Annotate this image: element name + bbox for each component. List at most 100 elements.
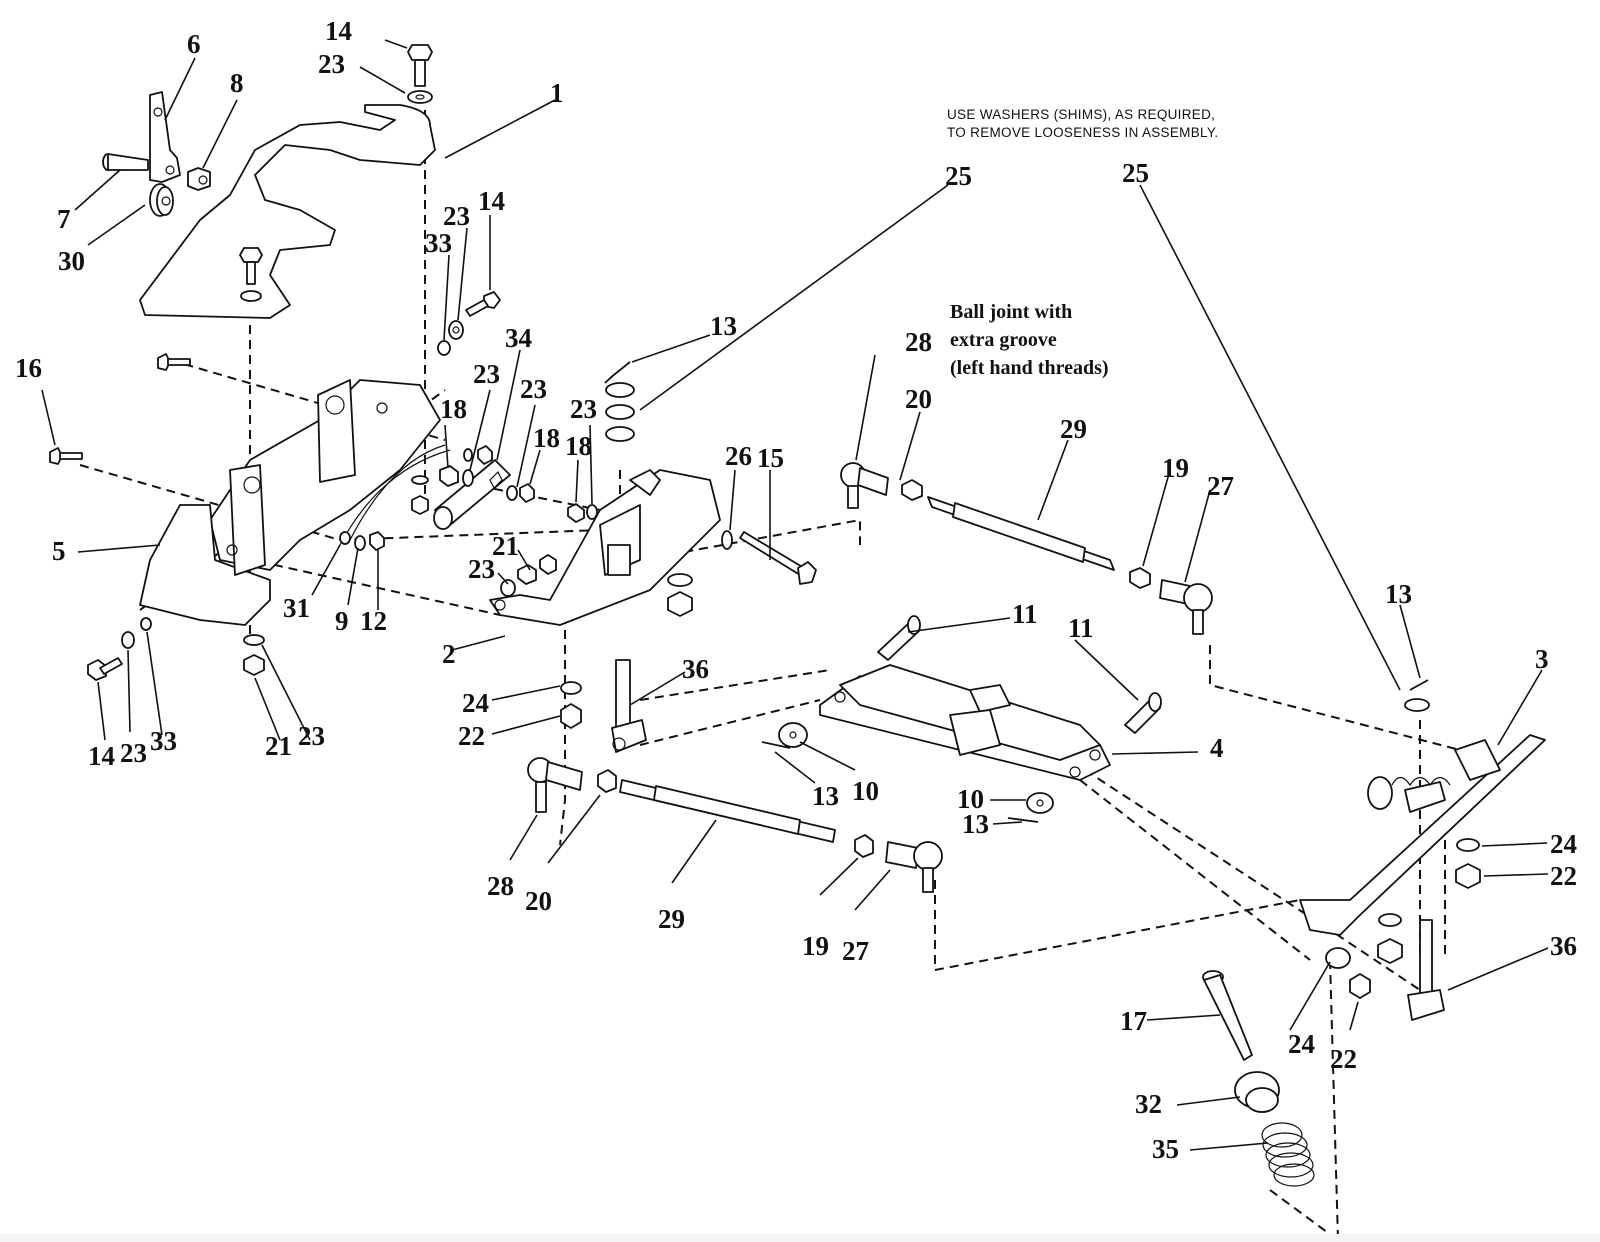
- washer-10-left: [778, 722, 808, 748]
- bolt-17: [1202, 970, 1253, 1061]
- shaft-34: [433, 459, 511, 530]
- callout-labels: 14 23 1 6 8 7 30 14 23 33 34 23 18 23 18…: [15, 16, 1577, 1164]
- callout-24-right: 24: [1550, 829, 1577, 859]
- callout-24-left: 24: [462, 688, 489, 718]
- callout-25-right: 25: [1122, 158, 1149, 188]
- callout-8-nut: 8: [230, 68, 244, 98]
- small-hardware-left: [339, 445, 598, 551]
- callout-18-a: 18: [440, 394, 467, 424]
- callout-26: 26: [725, 441, 752, 471]
- pulley-30: [149, 183, 174, 217]
- washer-23-mid: [448, 320, 464, 340]
- lower-left-hardware: [87, 617, 265, 681]
- nut-19-top: [1129, 567, 1151, 589]
- callout-30-pulley: 30: [58, 246, 85, 276]
- shims-note-line-2: TO REMOVE LOOSENESS IN ASSEMBLY.: [947, 125, 1218, 140]
- callout-22-bottom: 22: [1330, 1044, 1357, 1074]
- callout-7-pin: 7: [57, 204, 71, 234]
- ball-joint-note-line-2: extra groove: [950, 329, 1057, 351]
- cotter-13-top: [604, 361, 631, 384]
- callout-2-bracket: 2: [442, 639, 456, 669]
- bolt-16: [49, 447, 83, 465]
- callout-33-mid: 33: [425, 228, 452, 258]
- balljoint-27-low: [885, 841, 943, 893]
- callout-36-left: 36: [682, 654, 709, 684]
- callout-20-top: 20: [905, 384, 932, 414]
- washer-top: [407, 90, 433, 104]
- callout-19-top: 19: [1162, 453, 1189, 483]
- callout-23-b: 23: [520, 374, 547, 404]
- bottom-border: [0, 1234, 1600, 1242]
- callout-23-bracket: 23: [468, 554, 495, 584]
- rod-29-low: [619, 779, 836, 843]
- callout-14-mid: 14: [478, 186, 505, 216]
- nut-8: [187, 167, 211, 191]
- bushing-32: [1234, 1071, 1280, 1113]
- pin-11-right: [1124, 692, 1162, 734]
- bolt-16b: [157, 353, 191, 371]
- callout-34-shaft: 34: [505, 323, 532, 353]
- callout-15: 15: [757, 443, 784, 473]
- ball-joint-note-line-1: Ball joint with: [950, 301, 1072, 323]
- callout-13-top: 13: [710, 311, 737, 341]
- spring-35: [1261, 1122, 1315, 1187]
- washer-24-right: [1456, 838, 1480, 852]
- callout-21-low: 21: [265, 731, 292, 761]
- shims-25-left: [605, 382, 635, 442]
- bolt-15: [739, 531, 817, 585]
- callout-23-washer-top: 23: [318, 49, 345, 79]
- callout-23-low2: 23: [298, 721, 325, 751]
- callout-28-top: 28: [905, 327, 932, 357]
- bolt-14-mid: [465, 291, 501, 317]
- link-4: [819, 664, 1111, 781]
- washer-24-left: [560, 681, 582, 695]
- washer-13-right: [1404, 698, 1430, 712]
- cotter-13-link-right: [1007, 817, 1039, 823]
- washer-26: [721, 530, 733, 550]
- plate-1: [139, 104, 436, 319]
- callout-24-bottom: 24: [1288, 1029, 1315, 1059]
- callout-11-left: 11: [1012, 599, 1038, 629]
- rod-29-top: [927, 496, 1115, 571]
- assembly-lines: [79, 110, 1461, 1241]
- balljoint-28-top: [840, 462, 889, 509]
- ball-joint-note-line-3: (left hand threads): [950, 357, 1109, 379]
- callout-36-right: 36: [1550, 931, 1577, 961]
- callout-3-arm: 3: [1535, 644, 1549, 674]
- callout-10-left: 10: [852, 776, 879, 806]
- callout-23-a: 23: [473, 359, 500, 389]
- callout-27-low: 27: [842, 936, 869, 966]
- spacer-33-mid: [437, 340, 451, 356]
- callout-4-link: 4: [1210, 733, 1224, 763]
- callout-27-top: 27: [1207, 471, 1234, 501]
- callout-13-right: 13: [1385, 579, 1412, 609]
- right-bracket-hardware: [667, 573, 693, 617]
- callout-17: 17: [1120, 1006, 1147, 1036]
- callout-32: 32: [1135, 1089, 1162, 1119]
- bolt-top: [407, 44, 433, 87]
- balljoint-27-top: [1159, 579, 1213, 635]
- pin-36-left: [611, 659, 647, 753]
- balljoint-28-low: [527, 757, 583, 813]
- pin-7: [102, 153, 149, 171]
- callout-14-bolt-top: 14: [325, 16, 352, 46]
- callout-14-low: 14: [88, 741, 115, 771]
- callout-16: 16: [15, 353, 42, 383]
- callout-28-low: 28: [487, 871, 514, 901]
- callout-35: 35: [1152, 1134, 1179, 1164]
- callout-25-left: 25: [945, 161, 972, 191]
- callout-23-low: 23: [120, 738, 147, 768]
- cotter-13-right: [1409, 679, 1429, 691]
- callout-21-bracket: 21: [492, 531, 519, 561]
- callout-5-frame: 5: [52, 536, 66, 566]
- callout-13-link-left: 13: [812, 781, 839, 811]
- callout-11-right: 11: [1068, 613, 1094, 643]
- frame-5: [139, 379, 451, 626]
- callout-33-low: 33: [150, 726, 177, 756]
- bracket-2: [489, 469, 721, 626]
- callout-22-right: 22: [1550, 861, 1577, 891]
- callout-1-plate: 1: [550, 78, 564, 108]
- leader-lines: [41, 39, 1549, 1151]
- callout-29-low: 29: [658, 904, 685, 934]
